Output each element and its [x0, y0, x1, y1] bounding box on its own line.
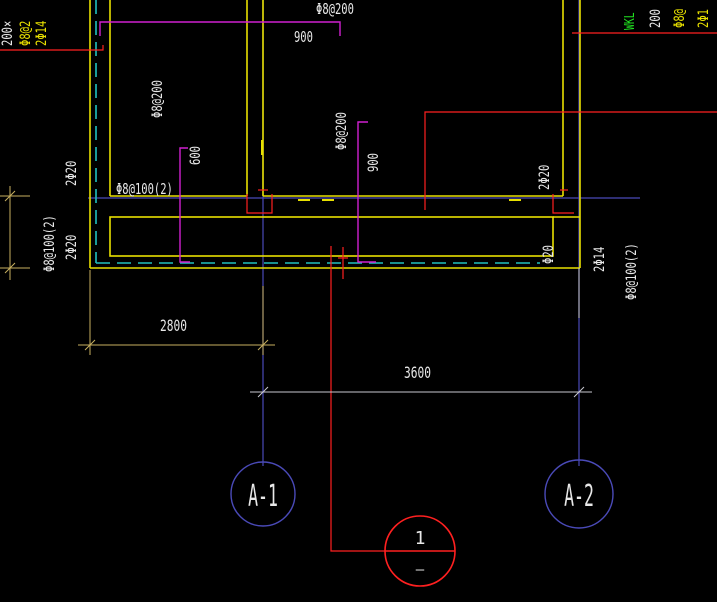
bottom-right-label-a: Φ20 [541, 245, 557, 264]
bottom-right-label-b: 2Φ14 [592, 247, 608, 272]
dim-600-label: 600 [188, 146, 204, 165]
dimension-axis [250, 268, 592, 398]
bottom-left-label-a: Φ8@100(2) [42, 215, 58, 272]
rebar-callouts [99, 21, 376, 263]
leader-top-left [0, 45, 104, 51]
top-slab-rebar-label: Φ8@200 [316, 1, 354, 18]
axis-bubble-a2[interactable] [544, 459, 614, 529]
top-dim-900-label: 900 [294, 29, 313, 46]
section-marker-number: 1 [415, 528, 426, 549]
edge-right-label-green: WKL [622, 12, 638, 30]
edge-right-label-a: 200 [648, 9, 664, 28]
axis-bubbles: A-1 A-2 [230, 459, 614, 529]
section-cut-line [330, 246, 385, 552]
section-marker[interactable]: 1 — [384, 515, 456, 587]
dashed-rebar-lines [95, 0, 540, 264]
axis-label-a1: A-1 [248, 479, 278, 514]
beam-corner-right [552, 194, 574, 214]
edge-right-label-c: 2Φ1 [696, 9, 712, 28]
bottom-right-label-c: Φ8@100(2) [624, 243, 640, 300]
beam-corner-left [246, 194, 273, 214]
edge-right-label-b: Φ8@ [672, 9, 688, 28]
edge-left-label-b: Φ8@2 [18, 21, 34, 46]
axis-bubble-a1[interactable] [230, 461, 296, 527]
right-col-top-label: 2Φ20 [537, 165, 553, 190]
rebar-900 [357, 121, 376, 263]
rebar-600 [179, 147, 190, 263]
dim-axis-span-label: 3600 [404, 364, 431, 383]
edge-left-label-a: 200× [0, 21, 15, 46]
red-leaders [0, 32, 717, 552]
left-col-top-label: 2Φ20 [64, 161, 80, 186]
dim-900-mid-label: 900 [366, 153, 382, 172]
left-slab-rebar-label: Φ8@200 [150, 80, 166, 118]
edge-left-label-c: 2Φ14 [34, 21, 50, 46]
bottom-left-label-b: 2Φ20 [64, 235, 80, 260]
rebar-top [99, 21, 341, 36]
wall-marks [261, 140, 521, 201]
section-marker-sheet: — [416, 562, 425, 578]
center-slab-rebar-label: Φ8@200 [334, 112, 350, 150]
axis-label-a2: A-2 [564, 479, 594, 514]
leader-right [424, 111, 717, 210]
stirrup-left-label: Φ8@100(2) [116, 181, 173, 198]
dimension-left [0, 186, 275, 355]
dim-left-span-label: 2800 [160, 317, 187, 336]
axis-lines [88, 0, 640, 466]
